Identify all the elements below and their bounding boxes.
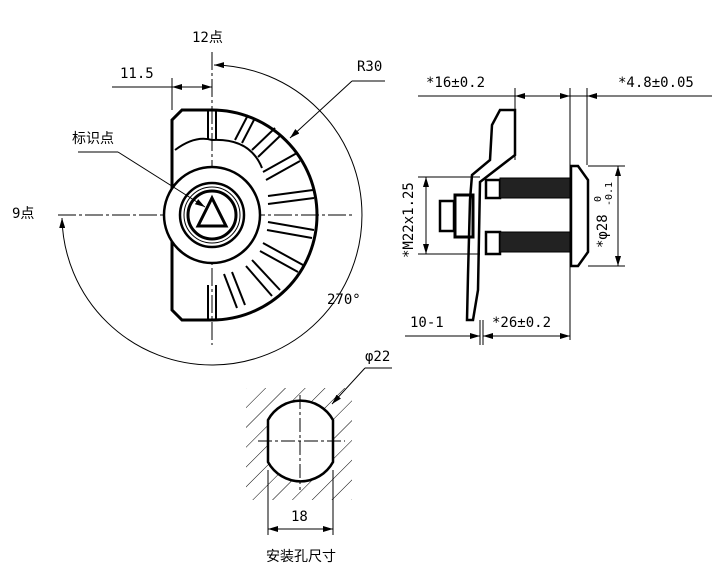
- front-view: [58, 52, 385, 366]
- label-12-oclock: 12点: [192, 30, 223, 46]
- dim-head: *4.8±0.05: [618, 75, 694, 91]
- side-view: [405, 88, 712, 345]
- dim-hole-diameter: φ22: [365, 349, 391, 365]
- dim-offset: 11.5: [120, 66, 154, 82]
- label-marker-point: 标识点: [72, 131, 114, 147]
- dim-depth: *16±0.2: [426, 75, 486, 91]
- dim-rotation-angle: 270°: [327, 292, 361, 308]
- dim-hole-width: 18: [291, 509, 308, 525]
- dim-radius: R30: [357, 59, 383, 75]
- mounting-hole-view: [246, 367, 392, 535]
- dim-diameter-tol-upper: 0: [593, 195, 604, 202]
- dim-thread: *M22x1.25: [401, 182, 417, 258]
- dim-diameter: *φ28: [595, 214, 611, 248]
- mounting-hole-title: 安装孔尺寸: [266, 549, 336, 565]
- dim-panel: 10-1: [410, 315, 444, 331]
- label-9-oclock: 9点: [12, 206, 35, 222]
- dim-length: *26±0.2: [492, 315, 552, 331]
- dim-diameter-tol-lower: -0.1: [604, 181, 615, 206]
